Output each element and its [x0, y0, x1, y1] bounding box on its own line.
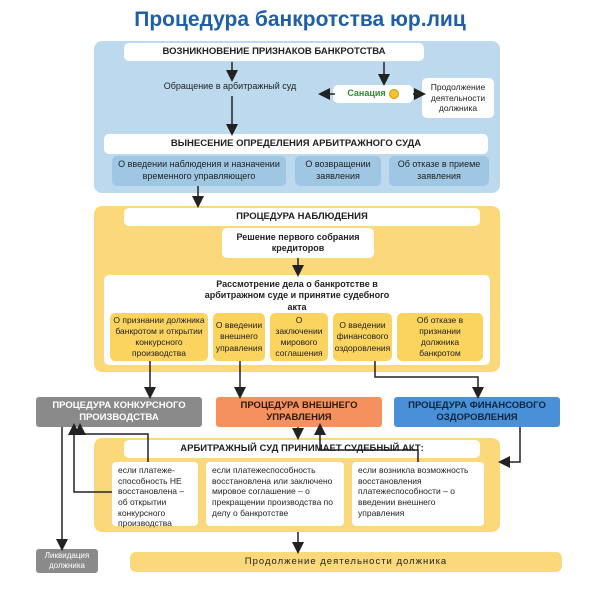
sanation-box: Санация [333, 85, 413, 103]
decision-observation-option: О введении наблюдения и назначении време… [112, 156, 286, 186]
observation-option-settlement: О заключении мирового соглашения [270, 313, 328, 361]
arrow-financial-to-court-act [498, 427, 521, 468]
financial-procedure-box: ПРОЦЕДУРА ФИНАНСОВОГО ОЗДОРОВЛЕНИЯ [394, 397, 560, 427]
court-act-case-possible: если возникла возможность восстановления… [352, 462, 484, 526]
court-act-case-not-restored: если платеже-способность НЕ восстановлен… [112, 462, 198, 528]
court-act-header: АРБИТРАЖНЫЙ СУД ПРИНИМАЕТ СУДЕБНЫЙ АКТ: [124, 440, 480, 458]
coin-icon [388, 89, 399, 99]
observation-header: ПРОЦЕДУРА НАБЛЮДЕНИЯ [124, 208, 480, 226]
liquidation-box: Ликвидация должника [36, 549, 98, 573]
bankruptcy-signs-header: ВОЗНИКНОВЕНИЕ ПРИЗНАКОВ БАНКРОТСТВА [124, 43, 424, 61]
observation-option-financial: О введении финансового оздоровления [333, 313, 392, 361]
observation-option-external: О введении внешнего управления [213, 313, 265, 361]
observation-option-bankrupt: О признании должника банкротом и открыти… [110, 313, 208, 361]
decision-refusal-option: Об отказе в приеме заявления [389, 156, 489, 186]
sanation-label: Санация [347, 88, 386, 99]
continue-activity-box: Продолжение деятельности должника [422, 78, 494, 118]
continuation-box: Продолжение деятельности должника [130, 552, 562, 572]
observation-option-refusal: Об отказе в признании должника банкротом [397, 313, 483, 361]
court-act-case-restored: если платежеспособность восстановлена ил… [206, 462, 344, 526]
page-title: Процедура банкротства юр.лиц [134, 8, 466, 31]
consideration-text: Рассмотрение дела о банкротстве в арбитр… [204, 279, 390, 312]
competitive-procedure-box: ПРОЦЕДУРА КОНКУРСНОГО ПРОИЗВОДСТВА [36, 397, 202, 427]
external-procedure-box: ПРОЦЕДУРА ВНЕШНЕГО УПРАВЛЕНИЯ [216, 397, 382, 427]
court-decision-header: ВЫНЕСЕНИЕ ОПРЕДЕЛЕНИЯ АРБИТРАЖНОГО СУДА [104, 134, 488, 154]
court-appeal-text: Обращение в арбитражный суд [163, 81, 297, 92]
first-meeting-box: Решение первого собрания кредиторов [222, 228, 374, 258]
decision-return-option: О возвращении заявления [295, 156, 381, 186]
